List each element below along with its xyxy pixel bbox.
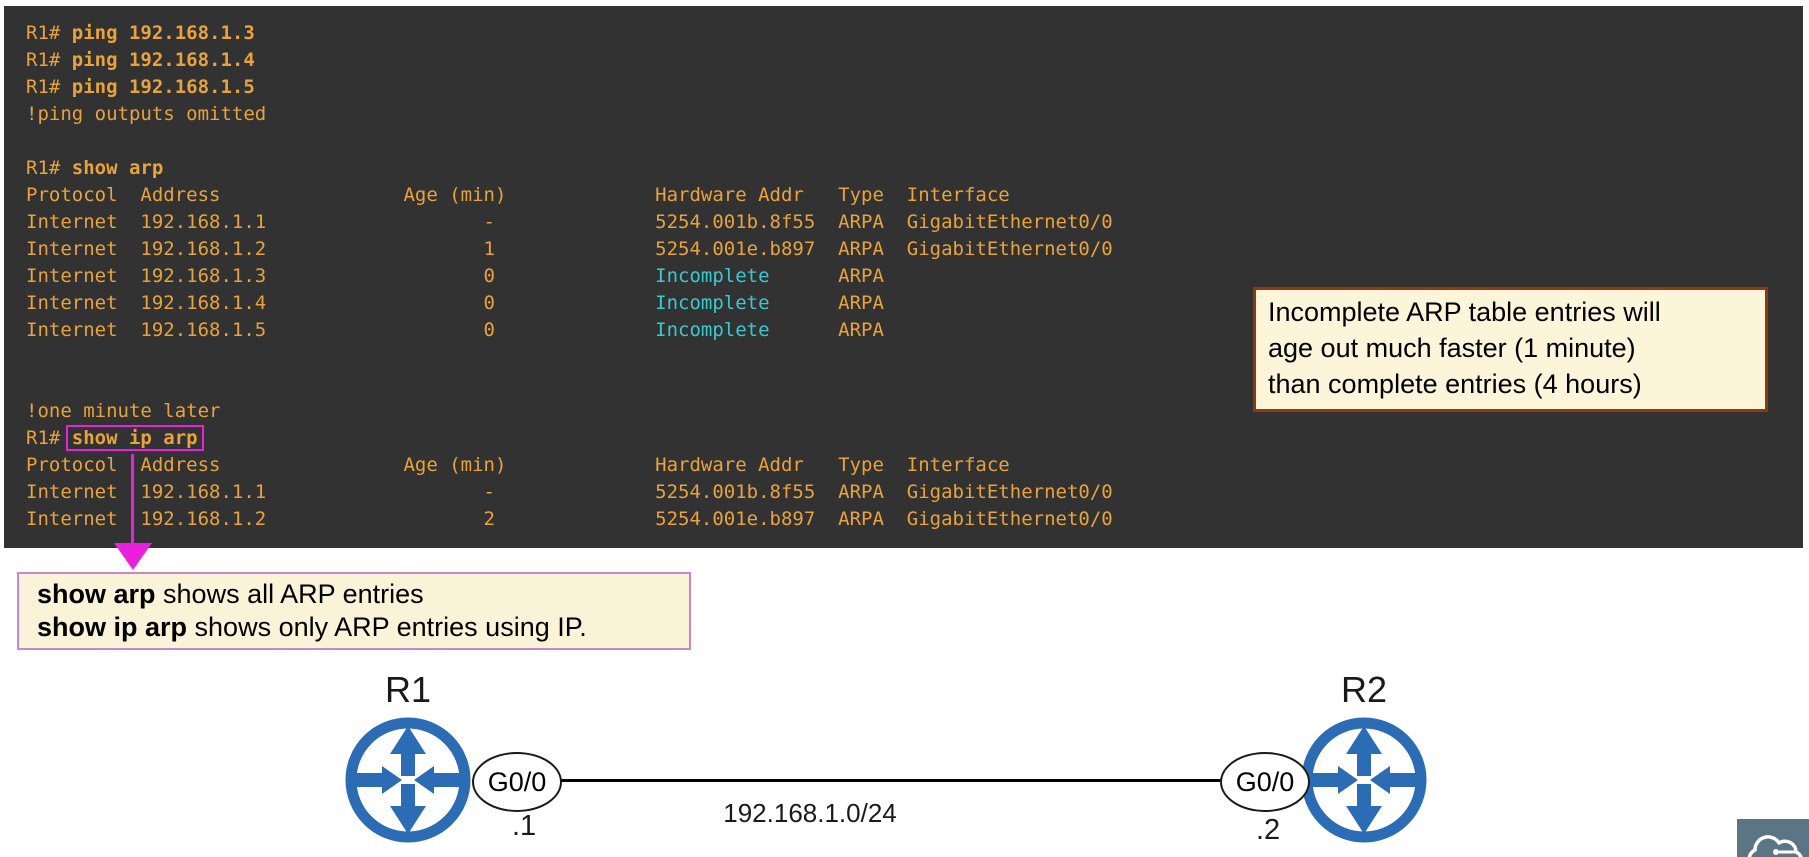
terminal-line: Internet 192.168.1.1 - 5254.001b.8f55 AR… xyxy=(26,211,1113,233)
terminal-line: Internet 192.168.1.4 0 Incomplete ARPA xyxy=(26,292,884,314)
terminal-line: Internet 192.168.1.1 - 5254.001b.8f55 AR… xyxy=(26,481,1113,503)
terminal-line: R1# ping 192.168.1.3 xyxy=(26,22,255,44)
terminal-line: Internet 192.168.1.5 0 Incomplete ARPA xyxy=(26,319,884,341)
r2-ip-label: .2 xyxy=(1256,814,1281,846)
r2-interface-oval: G0/0 xyxy=(1220,752,1310,812)
router-r1-label: R1 xyxy=(384,669,432,710)
note-line: age out much faster (1 minute) xyxy=(1268,333,1636,363)
note-line: than complete entries (4 hours) xyxy=(1268,369,1642,399)
annotation-arrow-line xyxy=(131,454,134,545)
terminal-line: Internet 192.168.1.2 2 5254.001e.b897 AR… xyxy=(26,508,1113,530)
router-r1-icon xyxy=(345,717,471,843)
r1-interface-oval: G0/0 xyxy=(472,752,562,812)
highlighted-command: show ip arp xyxy=(71,427,198,449)
terminal-line: Protocol Address Age (min) Hardware Addr… xyxy=(26,454,1010,476)
network-subnet-label: 192.168.1.0/24 xyxy=(723,798,897,828)
terminal-line: Protocol Address Age (min) Hardware Addr… xyxy=(26,184,1010,206)
annotation-arrow-head xyxy=(114,543,152,570)
terminal-line xyxy=(26,128,1803,155)
terminal-line: R1# ping 192.168.1.4 xyxy=(26,49,255,71)
note-incomplete-arp-aging: Incomplete ARP table entries will age out… xyxy=(1253,287,1768,412)
note-line: show ip arp shows only ARP entries using… xyxy=(37,612,587,642)
terminal-line: R1# show arp xyxy=(26,157,164,179)
router-r2-label: R2 xyxy=(1340,669,1388,710)
terminal-line: !ping outputs omitted xyxy=(26,103,267,125)
cloud-network-logo xyxy=(1737,819,1809,857)
terminal-line: R1# show ip arp xyxy=(26,427,198,449)
terminal-line: Internet 192.168.1.3 0 Incomplete ARPA xyxy=(26,265,884,287)
note-line: show arp shows all ARP entries xyxy=(37,579,424,609)
r1-ip-label: .1 xyxy=(512,810,537,842)
terminal-line: Internet 192.168.1.2 1 5254.001e.b897 AR… xyxy=(26,238,1113,260)
router-r2-icon xyxy=(1301,717,1427,843)
ethernet-link-line xyxy=(558,779,1226,782)
terminal-line: !one minute later xyxy=(26,400,221,422)
terminal-line: R1# ping 192.168.1.5 xyxy=(26,76,255,98)
note-line: Incomplete ARP table entries will xyxy=(1268,297,1661,327)
